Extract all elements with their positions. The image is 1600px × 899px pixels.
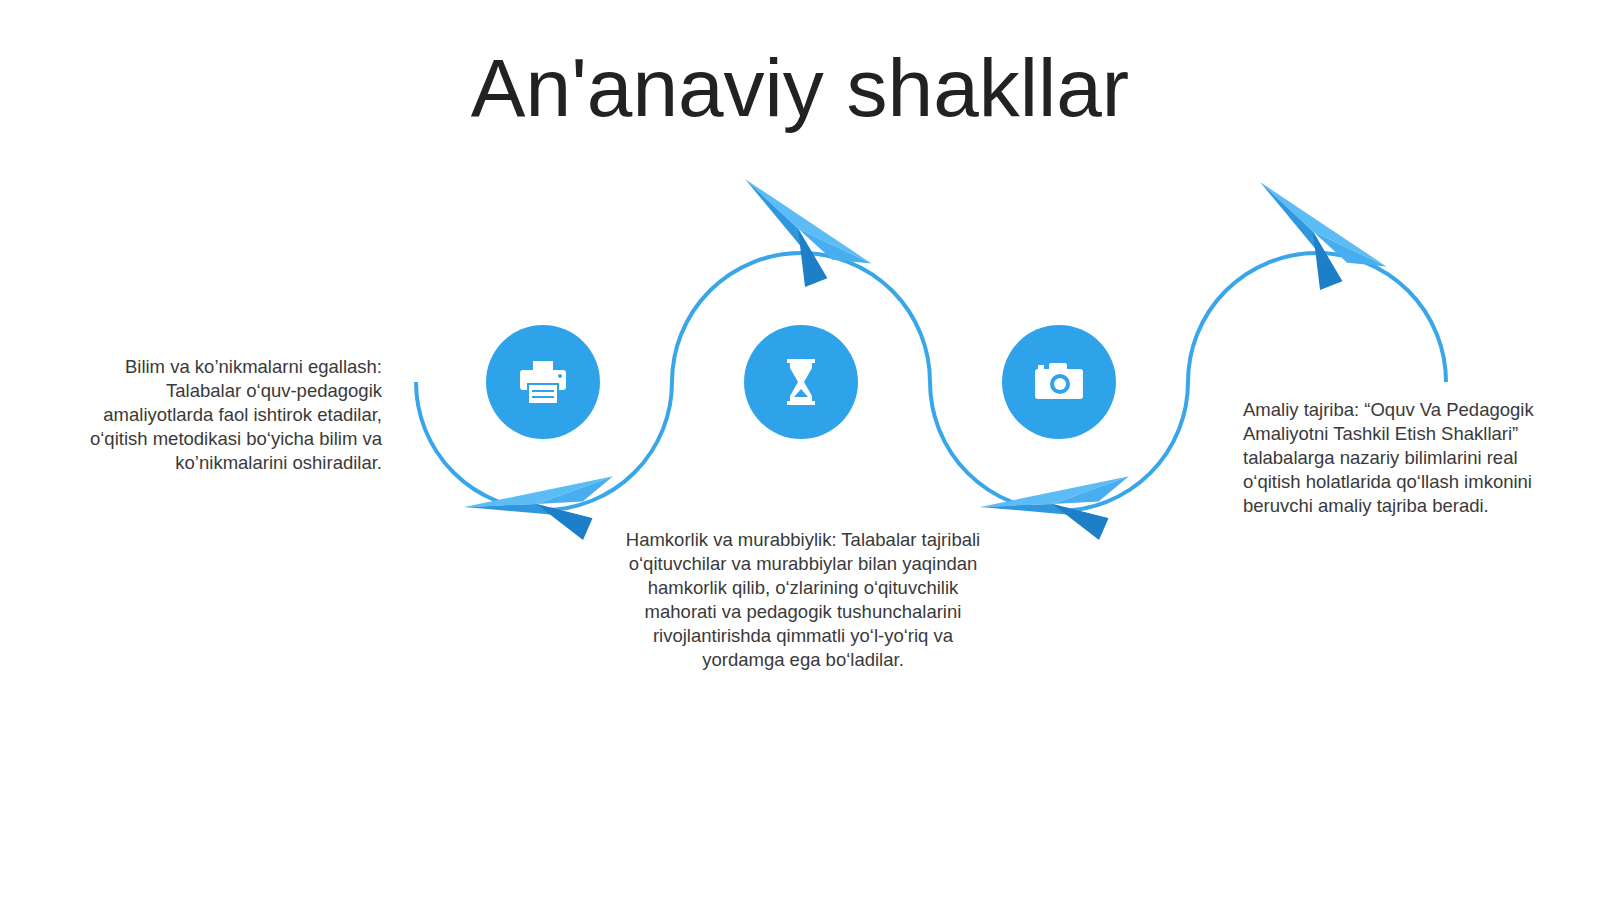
icon-circle — [486, 325, 600, 439]
camera-icon — [1035, 363, 1083, 399]
hourglass-icon — [787, 359, 815, 405]
icon-circle — [744, 325, 858, 439]
description-text: Hamkorlik va murabbiylik: Talabalar tajr… — [624, 528, 982, 672]
printer-icon — [520, 361, 566, 404]
diagram-title: An'anaviy shakllar — [0, 38, 1600, 138]
paper-plane — [979, 476, 1138, 558]
paper-plane — [463, 476, 622, 558]
icon-circle — [1002, 325, 1116, 439]
description-text: Amaliy tajriba: “Oquv Va Pedagogik Amali… — [1243, 398, 1543, 518]
paper-plane — [714, 174, 871, 310]
description-text: Bilim va ko’nikmalarni egallash: Talabal… — [76, 355, 382, 475]
paper-plane — [1229, 177, 1386, 313]
